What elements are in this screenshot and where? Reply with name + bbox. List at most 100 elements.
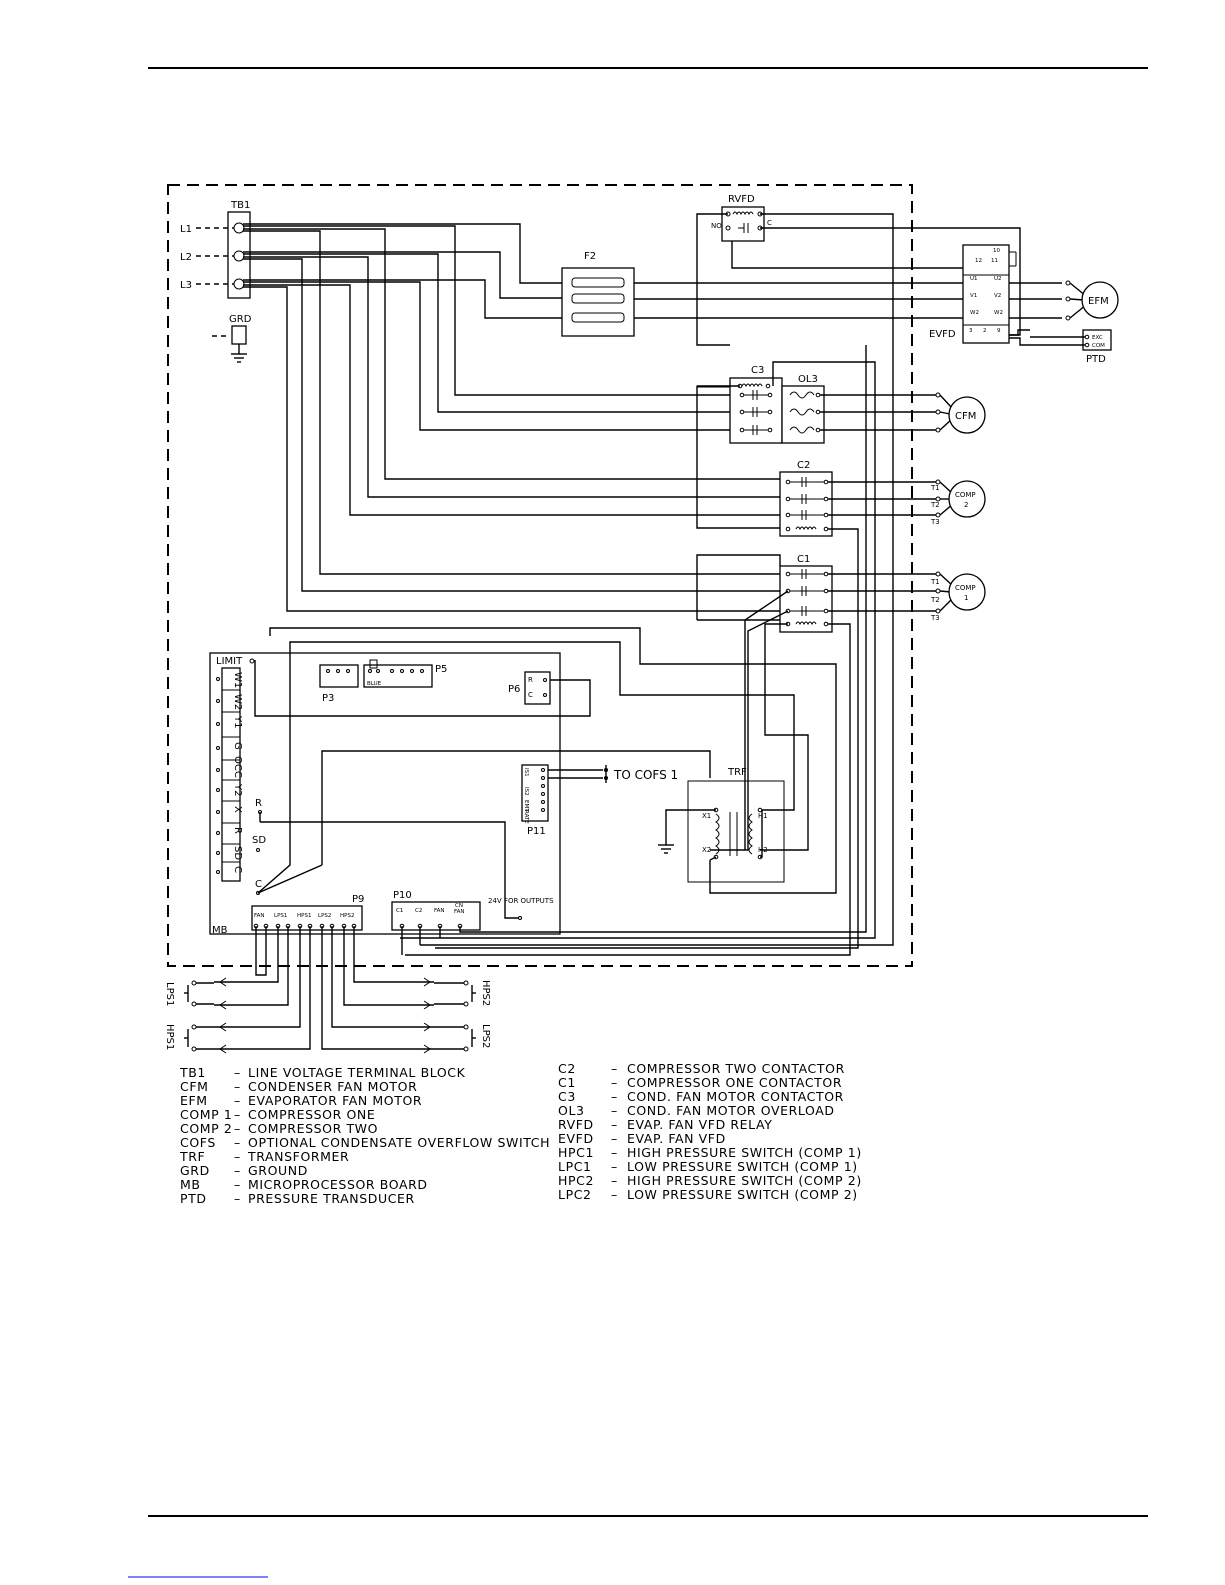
- p9-label: P9: [352, 894, 364, 905]
- legend-row: MB–MICROPROCESSOR BOARD: [180, 1177, 428, 1192]
- p9-lps2: LPS2: [318, 913, 331, 919]
- evfd-term-2: 2: [983, 328, 987, 334]
- c3-label: C3: [751, 365, 764, 376]
- hps1-label: HPS1: [164, 1024, 175, 1050]
- legend-row: C2–COMPRESSOR TWO CONTACTOR: [558, 1061, 845, 1076]
- legend-row: CFM–CONDENSER FAN MOTOR: [180, 1079, 417, 1094]
- legend-dash: –: [234, 1107, 241, 1122]
- terminal-occ: OCC: [232, 756, 243, 778]
- trf-h1-label: H1: [758, 812, 768, 820]
- legend-row: HPC2–HIGH PRESSURE SWITCH (COMP 2): [558, 1173, 861, 1188]
- legend-row: C3–COND. FAN MOTOR CONTACTOR: [558, 1089, 844, 1104]
- legend-code: C3: [558, 1089, 576, 1104]
- legend-dash: –: [234, 1149, 241, 1164]
- legend-desc: TRANSFORMER: [247, 1149, 349, 1164]
- legend-desc: HIGH PRESSURE SWITCH (COMP 1): [627, 1145, 862, 1160]
- ol3-label: OL3: [798, 374, 818, 385]
- legend-desc: EVAPORATOR FAN MOTOR: [248, 1093, 422, 1108]
- evfd-term-10: 10: [993, 248, 1000, 254]
- legend-desc: MICROPROCESSOR BOARD: [248, 1177, 428, 1192]
- terminal-w1: W1: [232, 672, 243, 688]
- terminal-y1: Y1: [232, 715, 243, 728]
- p10-label: P10: [393, 890, 412, 901]
- p10-fan: FAN: [434, 908, 445, 914]
- legend-row: EFM–EVAPORATOR FAN MOTOR: [180, 1093, 422, 1108]
- comp2-number: 2: [964, 501, 968, 509]
- legend-desc: COND. FAN MOTOR CONTACTOR: [627, 1089, 844, 1104]
- rvfd-c-label: C: [767, 219, 772, 227]
- legend-code: TB1: [179, 1065, 206, 1080]
- comp2-label: COMP: [955, 491, 976, 499]
- sd-label: SD: [252, 835, 266, 846]
- terminal-block-tb1: TB1 L1 L2 L3: [180, 200, 251, 299]
- legend-code: CFM: [180, 1079, 209, 1094]
- legend-code: EVFD: [558, 1131, 594, 1146]
- unit-enclosure: [167, 184, 913, 967]
- pressure-transducer-ptd: EXC COM PTD: [1009, 329, 1112, 365]
- ground-grd: GRD: [212, 314, 252, 363]
- legend-dash: –: [234, 1065, 241, 1080]
- legend-desc: EVAP. FAN VFD RELAY: [627, 1117, 772, 1132]
- evfd-term-u1: U1: [970, 276, 978, 282]
- legend-dash: –: [234, 1177, 241, 1192]
- legend-code: HPC2: [558, 1173, 594, 1188]
- p3-label: P3: [322, 693, 334, 704]
- comp2-t3-label: T3: [930, 518, 940, 526]
- evfd-term-w2b: W2: [994, 310, 1003, 316]
- legend-row: PTD–PRESSURE TRANSDUCER: [180, 1191, 414, 1206]
- legend-code: C1: [558, 1075, 576, 1090]
- trf-x2-label: X2: [702, 846, 711, 854]
- terminal-x: X: [232, 806, 243, 813]
- contactor-c3: C3: [729, 365, 783, 444]
- p11-label: P11: [527, 826, 546, 837]
- cofs-connection: TO COFS 1: [604, 765, 678, 783]
- evfd-term-v2: V2: [994, 293, 1001, 299]
- switch-hps2: HPS2: [434, 980, 491, 1007]
- legend-row: HPC1–HIGH PRESSURE SWITCH (COMP 1): [558, 1145, 862, 1160]
- terminal-r: R: [232, 827, 243, 834]
- connector-p5: BLUE P5: [363, 659, 447, 688]
- legend-dash: –: [234, 1163, 241, 1178]
- legend-code: OL3: [558, 1103, 585, 1118]
- efm-label: EFM: [1088, 296, 1109, 307]
- evfd-term-v1: V1: [970, 293, 977, 299]
- legend-dash: –: [234, 1191, 241, 1206]
- legend-row: COMP 2–COMPRESSOR TWO: [180, 1121, 377, 1136]
- connector-p11: IS1 IS2 EMT RATE P11: [521, 764, 549, 837]
- legend-row: EVFD–EVAP. FAN VFD: [558, 1131, 725, 1146]
- line-l2-label: L2: [180, 252, 192, 263]
- grd-label: GRD: [229, 314, 252, 325]
- legend-desc: GROUND: [248, 1163, 308, 1178]
- evfd-label: EVFD: [929, 329, 956, 340]
- tb1-label: TB1: [230, 200, 250, 211]
- terminal-sd: SD: [232, 846, 243, 860]
- r-label: R: [255, 798, 262, 809]
- evfd-term-u2: U2: [994, 276, 1002, 282]
- contactor-c1: C1: [405, 554, 936, 956]
- trf-label: TRF: [727, 767, 747, 778]
- c3-coil-wiring: [400, 361, 876, 939]
- motor-comp2: T1 T2 T3 COMP 2: [930, 479, 986, 526]
- legend-dash: –: [611, 1075, 618, 1090]
- legend-row: COMP 1–COMPRESSOR ONE: [180, 1107, 375, 1122]
- terminal-w2: W2: [232, 694, 243, 710]
- f2-label: F2: [584, 251, 596, 262]
- legend-desc: LOW PRESSURE SWITCH (COMP 1): [627, 1159, 858, 1174]
- p9-hps1: HPS1: [297, 913, 311, 919]
- vfd-evfd: 10 12 11 U1 U2 V1 V2 W2 W2 3 2 9 EVFD: [929, 244, 1030, 344]
- connector-p3: P3: [319, 664, 359, 704]
- switch-lps2: LPS2: [434, 1024, 491, 1052]
- legend-dash: –: [611, 1061, 618, 1076]
- line-l1-label: L1: [180, 224, 192, 235]
- legend-dash: –: [234, 1135, 241, 1150]
- p10-cnfan: FAN: [454, 909, 465, 915]
- legend-dash: –: [611, 1187, 618, 1202]
- legend-desc: COMPRESSOR TWO CONTACTOR: [627, 1061, 845, 1076]
- terminal-y2: Y2: [232, 783, 243, 796]
- legend-row: TB1–LINE VOLTAGE TERMINAL BLOCK: [179, 1065, 465, 1080]
- legend-code: HPC1: [558, 1145, 594, 1160]
- ptd-com-label: COM: [1092, 343, 1105, 349]
- legend-code: TRF: [179, 1149, 205, 1164]
- ptd-label: PTD: [1086, 354, 1106, 365]
